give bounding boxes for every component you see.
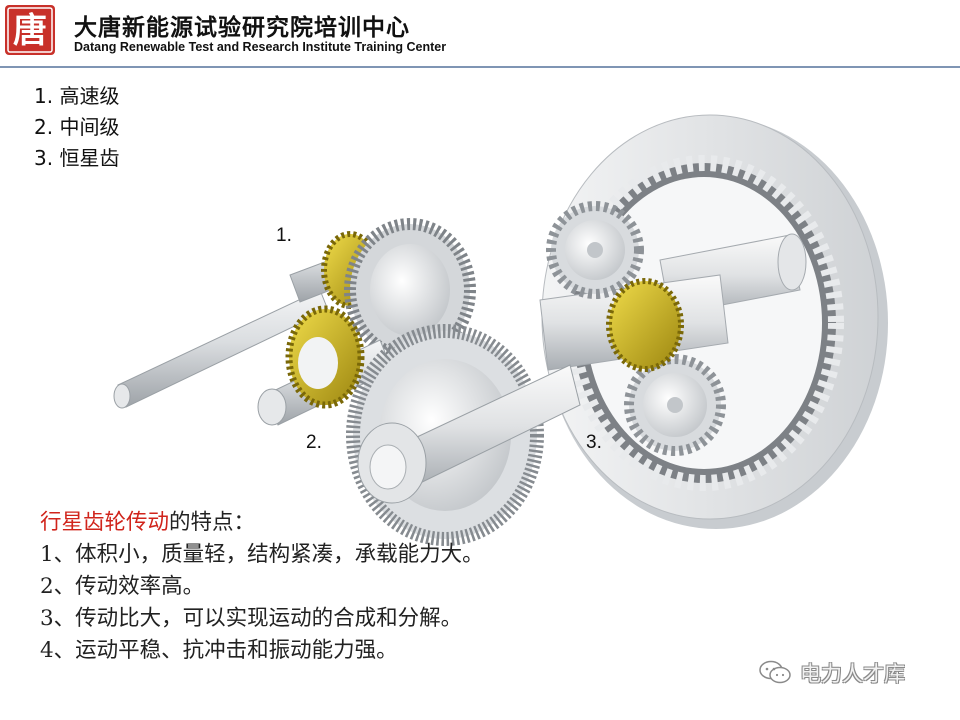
- feature-line: 1、体积小，质量轻，结构紧凑，承载能力大。: [40, 542, 484, 567]
- stage-legend: 1. 高速级 2. 中间级 3. 恒星齿: [34, 82, 119, 175]
- legend-item-intermediate: 2. 中间级: [34, 115, 120, 139]
- header-rule: [0, 66, 960, 68]
- features-title-rest: 的特点：: [169, 510, 256, 535]
- planet-gear-lower: [624, 354, 726, 456]
- callout-intermediate: 2.: [306, 432, 322, 453]
- features-block: 行星齿轮传动的特点： 1、体积小，质量轻，结构紧凑，承载能力大。 2、传动效率高…: [40, 508, 800, 668]
- callout-high-speed: 1.: [276, 225, 292, 246]
- planet-gear-upper: [546, 201, 644, 299]
- legend-item-high-speed: 1. 高速级: [34, 84, 120, 108]
- gearbox-illustration: 1. 2. 3.: [113, 114, 888, 546]
- org-logo: 唐: [5, 5, 55, 55]
- sun-gear-gold: [606, 278, 684, 372]
- feature-line: 3、传动比大，可以实现运动的合成和分解。: [40, 606, 463, 631]
- features-title: 行星齿轮传动的特点：: [40, 508, 800, 540]
- intermediate-gear-gold: [285, 305, 365, 409]
- watermark-text: 电力人才库: [800, 662, 905, 686]
- features-title-accent: 行星齿轮传动: [40, 510, 170, 535]
- feature-line: 2、传动效率高。: [40, 574, 205, 599]
- feature-line: 4、运动平稳、抗冲击和振动能力强。: [40, 638, 398, 663]
- callout-planetary: 3.: [586, 432, 602, 453]
- org-name-cn: 大唐新能源试验研究院培训中心: [74, 15, 410, 41]
- org-name-en: Datang Renewable Test and Research Insti…: [74, 40, 447, 54]
- legend-item-planetary: 3. 恒星齿: [34, 146, 120, 170]
- logo-char: 唐: [13, 11, 47, 51]
- header: 唐 大唐新能源试验研究院培训中心 Datang Renewable Test a…: [0, 0, 960, 68]
- high-speed-gear-steel: [344, 218, 476, 362]
- wechat-icon: [759, 660, 791, 684]
- output-shaft: [357, 364, 581, 504]
